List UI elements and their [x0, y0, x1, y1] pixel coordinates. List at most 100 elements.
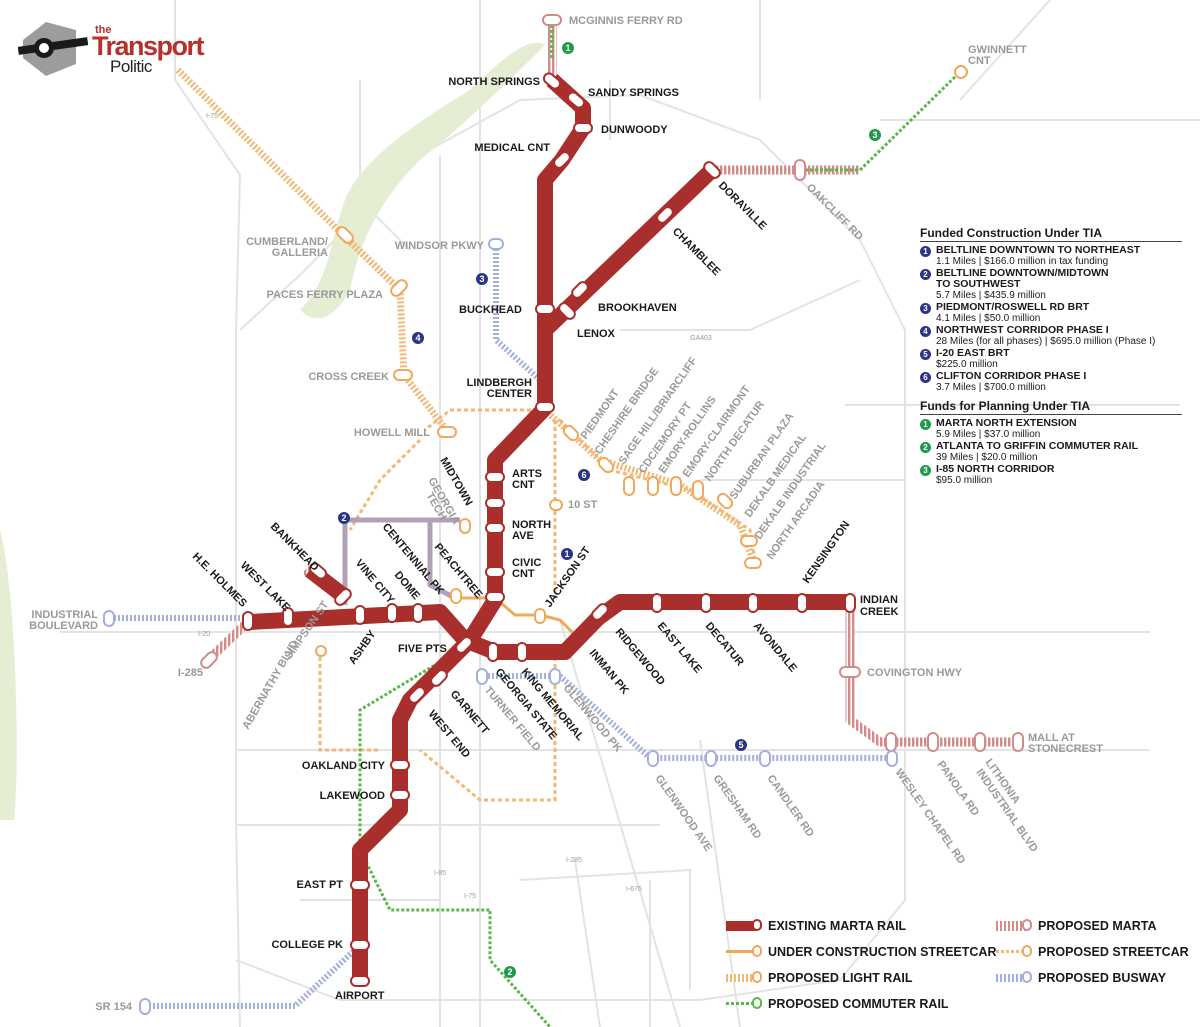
planning-detail: $95.0 million — [936, 475, 993, 486]
badge-b2: 2 — [341, 513, 346, 523]
label-arts-cnt-2: CNT — [512, 479, 535, 491]
badge-b1: 1 — [564, 549, 569, 559]
label-north-springs: NORTH SPRINGS — [448, 76, 540, 88]
label-lenox: LENOX — [577, 328, 616, 340]
label-paces-ferry: PACES FERRY PLAZA — [266, 289, 383, 301]
proposed-busway-stops — [103, 238, 898, 1015]
legend-commuter-rail: PROPOSED COMMUTER RAIL — [726, 994, 949, 1014]
funded-title-line2: TO SOUTHWEST — [936, 278, 1021, 290]
label-east-pt: EAST PT — [297, 879, 344, 891]
legend-proposed-busway-label: PROPOSED BUSWAY — [1038, 971, 1167, 985]
planning-heading: Funds for Planning Under TIA — [920, 399, 1182, 415]
planning-detail: 39 Miles | $20.0 million — [936, 452, 1038, 463]
label-avondale: AVONDALE — [751, 620, 799, 674]
label-lakewood: LAKEWOOD — [320, 790, 385, 802]
label-cumberland-2: GALLERIA — [272, 247, 328, 259]
funded-item: 5 I-20 EAST BRT $225.0 million — [920, 348, 1182, 370]
label-panola-rd: PANOLA RD — [935, 759, 982, 818]
label-airport: AIRPORT — [335, 990, 385, 1002]
label-i285-west: I-285 — [178, 667, 203, 679]
badge-blue-6: 6 — [920, 372, 931, 383]
park-area — [300, 42, 545, 319]
road-label-i85: I-85 — [434, 870, 446, 877]
planning-item: 3 I-85 NORTH CORRIDOR $95.0 million — [920, 464, 1182, 486]
legend-proposed-busway: PROPOSED BUSWAY — [996, 968, 1166, 988]
planning-title: MARTA NORTH EXTENSION — [936, 417, 1077, 429]
logo-the: the — [95, 24, 112, 36]
badge-blue-5: 5 — [920, 349, 931, 360]
funded-detail: 5.7 Miles | $435.9 million — [936, 290, 1046, 301]
logo-mark-icon — [18, 22, 88, 76]
label-gresham-rd: GRESHAM RD — [711, 773, 764, 842]
legend-proposed-marta-label: PROPOSED MARTA — [1038, 919, 1157, 933]
funded-item: 3 PIEDMONT/ROSWELL RD BRT 4.1 Miles | $5… — [920, 302, 1182, 324]
label-brookhaven: BROOKHAVEN — [598, 302, 677, 314]
label-abernathy: ABERNATHY BLVD — [240, 639, 301, 732]
funded-item: 2 BELTLINE DOWNTOWN/MIDTOWN TO SOUTHWEST… — [920, 268, 1182, 301]
label-doraville: DORAVILLE — [716, 180, 769, 233]
legend-existing-marta-label: EXISTING MARTA RAIL — [768, 919, 907, 933]
label-indian-creek-2: CREEK — [860, 606, 899, 618]
label-ashby: ASHBY — [347, 628, 379, 667]
swatch-proposed-streetcar-icon — [996, 945, 1032, 959]
label-glenwood-ave: GLENWOOD AVE — [653, 773, 715, 854]
road-label-i75: I-75 — [206, 113, 218, 120]
funded-item: 4 NORTHWEST CORRIDOR PHASE I 28 Miles (f… — [920, 325, 1182, 347]
proposed-commuter-rail-lines — [358, 20, 962, 1027]
beltline-streetcar — [342, 517, 460, 605]
label-kensington: KENSINGTON — [801, 519, 853, 586]
label-industrial-blvd-2: BOULEVARD — [29, 620, 98, 632]
label-north-ave-1: NORTH — [512, 519, 551, 531]
planning-title: ATLANTA TO GRIFFIN COMMUTER RAIL — [936, 440, 1139, 452]
legend-light-rail: PROPOSED LIGHT RAIL — [726, 968, 912, 988]
legend-proposed-streetcar-label: PROPOSED STREETCAR — [1038, 945, 1189, 959]
label-inman-pk: INMAN PK — [587, 647, 631, 696]
funded-title: BELTLINE DOWNTOWN TO NORTHEAST — [936, 244, 1141, 256]
proposed-streetcar-stops — [315, 65, 968, 657]
station-markers — [242, 72, 856, 987]
road-label-i285: I-285 — [566, 857, 582, 864]
funded-title: BELTLINE DOWNTOWN/MIDTOWN — [936, 267, 1109, 279]
badge-b3: 3 — [479, 274, 484, 284]
transport-politic-logo: the Transport Politic — [18, 20, 208, 80]
badge-green-2: 2 — [920, 442, 931, 453]
label-civic-cnt-1: CIVIC — [512, 557, 541, 569]
funded-title: I-20 EAST BRT — [936, 347, 1010, 359]
label-lindbergh-2: CENTER — [487, 388, 532, 400]
badge-g1: 1 — [565, 43, 570, 53]
label-cross-creek: CROSS CREEK — [308, 371, 389, 383]
legend-light-rail-label: PROPOSED LIGHT RAIL — [768, 971, 913, 985]
badge-blue-3: 3 — [920, 303, 931, 314]
label-chamblee: CHAMBLEE — [670, 226, 723, 279]
swatch-proposed-busway-icon — [996, 971, 1032, 985]
legend-commuter-rail-label: PROPOSED COMMUTER RAIL — [768, 997, 949, 1011]
label-gwinnett-1: GWINNETT — [968, 44, 1027, 56]
planning-item: 2 ATLANTA TO GRIFFIN COMMUTER RAIL 39 Mi… — [920, 441, 1182, 463]
label-decatur: DECATUR — [703, 620, 746, 668]
funded-heading: Funded Construction Under TIA — [920, 226, 1182, 242]
label-mall-stonecrest-2: STONECREST — [1028, 743, 1103, 755]
label-bankhead: BANKHEAD — [268, 521, 321, 574]
legend-proposed-marta: PROPOSED MARTA — [996, 916, 1157, 936]
label-west-lake: WEST LAKE — [238, 560, 292, 614]
badge-b6: 6 — [581, 470, 586, 480]
label-10-st: 10 ST — [568, 499, 598, 511]
park-strip — [0, 530, 17, 820]
label-industrial-blvd-1: INDUSTRIAL — [31, 609, 98, 621]
legend-streetcar-uc-label: UNDER CONSTRUCTION STREETCAR — [768, 945, 997, 959]
planning-title: I-85 NORTH CORRIDOR — [936, 463, 1055, 475]
label-lindbergh-1: LINDBERGH — [467, 377, 532, 389]
badge-b4: 4 — [415, 333, 420, 343]
label-mall-stonecrest-1: MALL AT — [1028, 732, 1075, 744]
swatch-commuter-rail-icon — [726, 997, 762, 1011]
swatch-existing-marta-icon — [726, 919, 762, 933]
logo-subtitle: Politic — [110, 57, 152, 76]
label-college-pk: COLLEGE PK — [271, 939, 343, 951]
proposed-busway-lines — [110, 245, 892, 1009]
label-medical-cnt: MEDICAL CNT — [474, 142, 550, 154]
label-sandy-springs: SANDY SPRINGS — [588, 87, 679, 99]
badge-g2: 2 — [507, 967, 512, 977]
badge-green-3: 3 — [920, 465, 931, 476]
badge-g3: 3 — [872, 130, 877, 140]
